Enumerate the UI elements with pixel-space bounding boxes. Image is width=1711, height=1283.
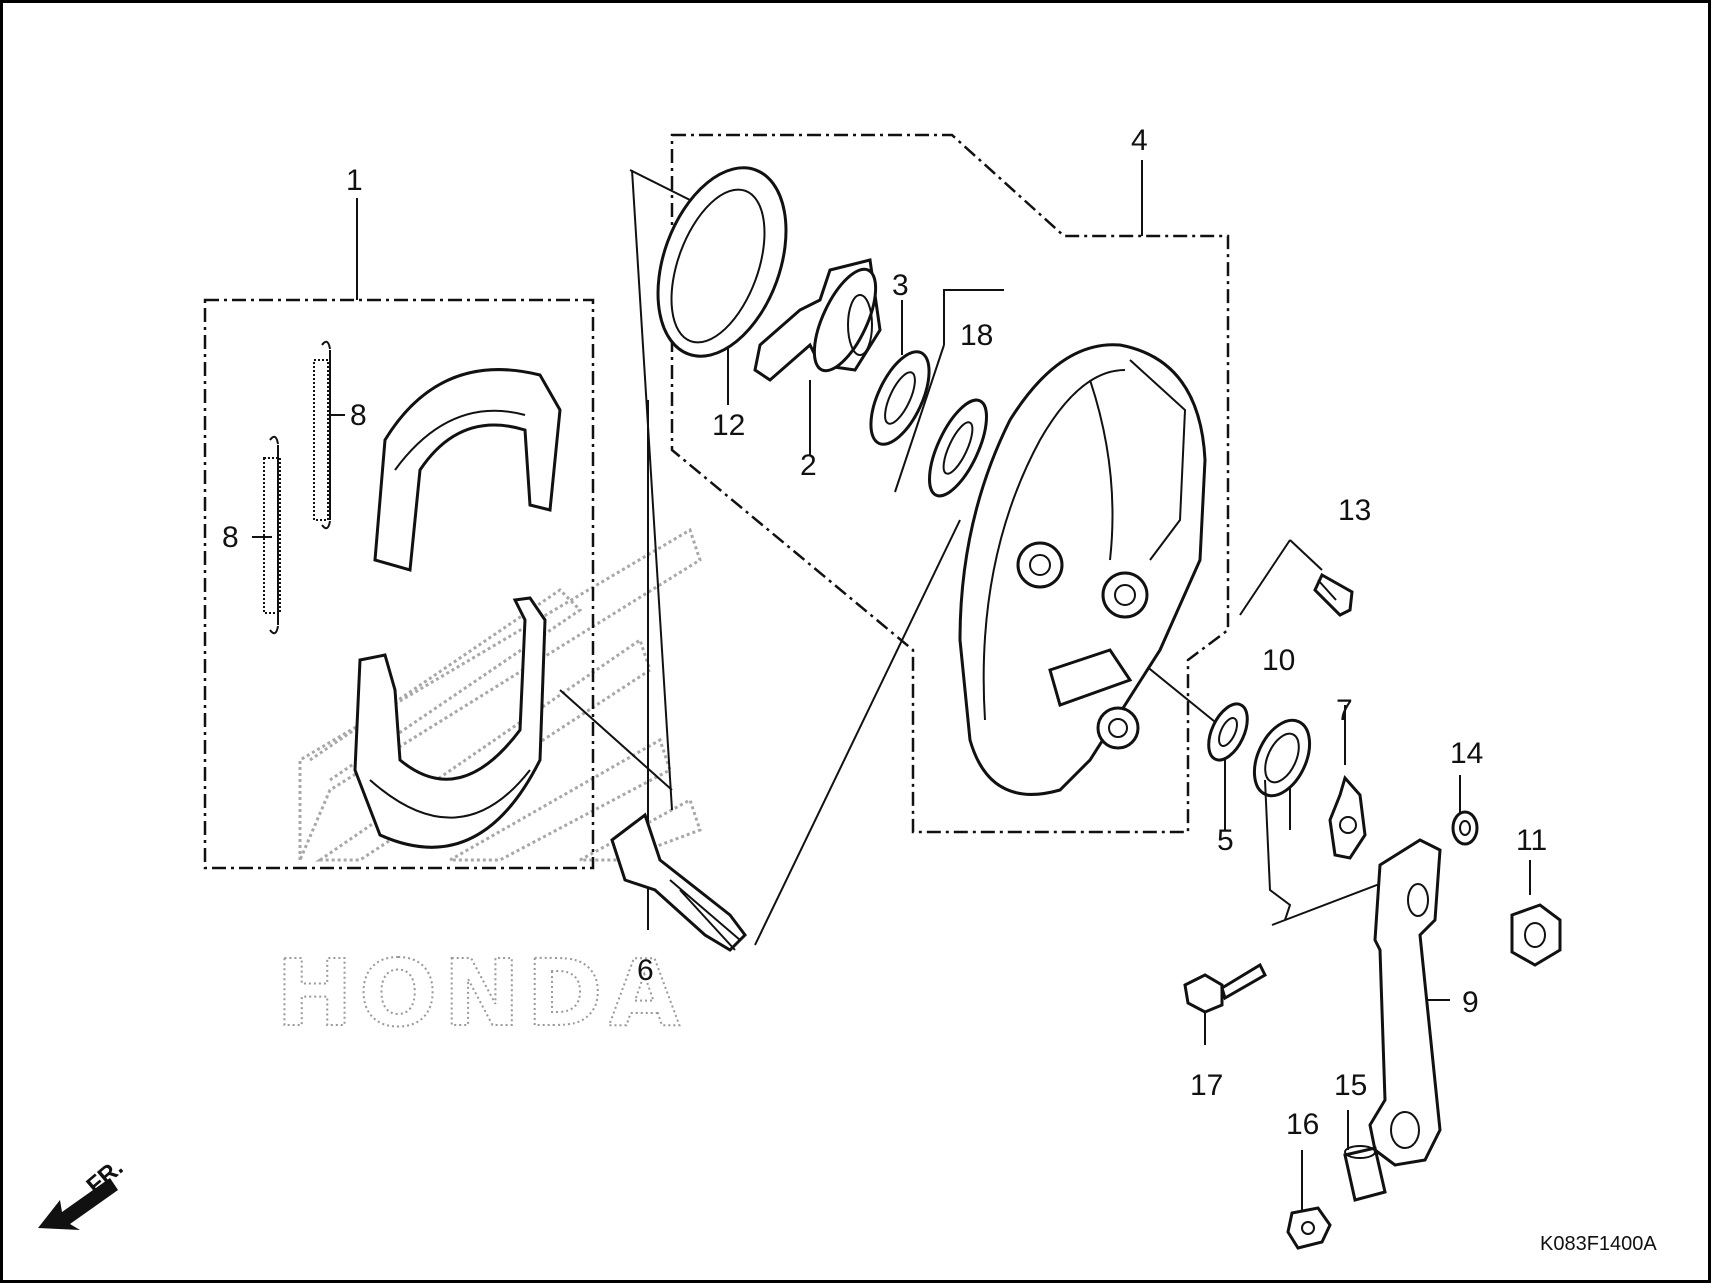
callout-16: 16 [1286,1108,1319,1141]
callout-8b: 8 [222,521,239,554]
callout-2: 2 [800,449,817,482]
callout-9: 9 [1462,986,1479,1019]
arrow-icon [38,1178,118,1230]
diagram-code: K083F1400A [1540,1233,1657,1255]
adjusting-nut-icon [1286,1206,1332,1250]
callout-10: 10 [1262,644,1295,677]
watermark-brand-text: HONDA [276,940,686,1047]
callout-labels: 1 2 3 4 5 6 7 8 8 9 10 11 12 13 14 15 16… [222,124,1547,1141]
callout-8a: 8 [350,399,367,432]
wear-indicator-plate-icon [1328,774,1367,860]
washer-icon [928,398,988,498]
callout-4: 4 [1131,124,1148,157]
callout-7: 7 [1336,694,1353,727]
seal-icon [1207,702,1249,762]
group-box-shoes [203,298,595,870]
dust-seal-icon [656,166,788,358]
callout-11: 11 [1516,824,1547,857]
joint-pin-icon [1343,1145,1387,1202]
brake-arm-icon [1368,838,1442,1167]
callout-3: 3 [892,269,909,302]
callout-1: 1 [346,164,363,197]
callout-17: 17 [1190,1069,1223,1102]
return-spring-icon [1252,718,1312,921]
callout-14: 14 [1450,737,1483,770]
brake-panel-icon [958,343,1207,796]
washer-icon [869,350,931,446]
honda-watermark: HONDA [275,527,702,1048]
brake-shoe-set-icon [353,368,562,849]
bolt-icon [1183,962,1267,1014]
group-box-panel [670,133,1230,834]
leader-lines [252,160,1531,1210]
shoe-spring-icon [263,340,331,635]
callout-13: 13 [1338,494,1371,527]
screw-icon [1313,572,1354,617]
callout-15: 15 [1334,1069,1367,1102]
callout-6: 6 [637,954,654,987]
brake-cam-icon [610,812,747,952]
callout-18: 18 [960,319,993,352]
washer-icon [1451,810,1479,846]
front-direction-arrow: FR. [38,1154,128,1230]
callout-12: 12 [712,409,745,442]
speedometer-gear-icon [753,258,882,382]
callout-5: 5 [1217,824,1234,857]
nut-icon [1510,903,1562,967]
direction-label: FR. [82,1154,129,1200]
